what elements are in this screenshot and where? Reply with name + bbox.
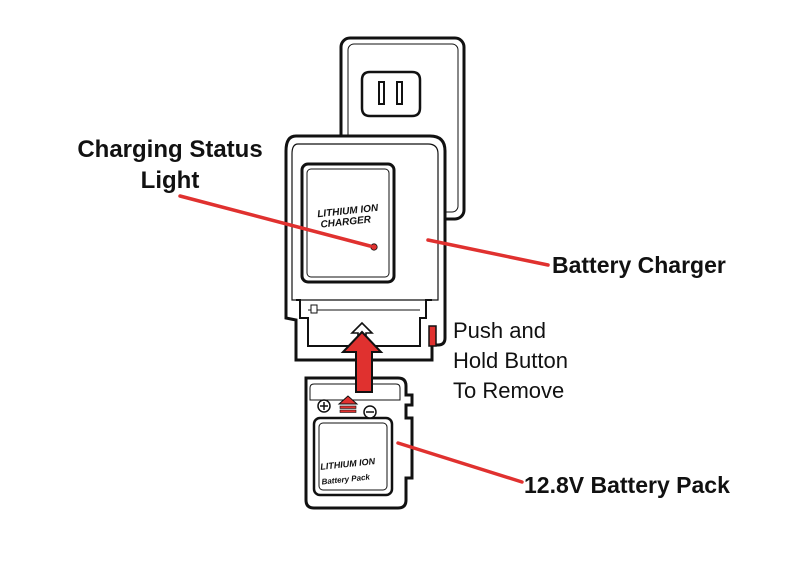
minus-terminal-icon <box>363 405 377 419</box>
leader-lines <box>178 194 550 484</box>
plus-terminal-icon <box>317 399 331 413</box>
leader-battery-pack <box>396 441 524 484</box>
label-battery-pack: 12.8V Battery Pack <box>524 472 730 498</box>
label-charging-status-light: Charging Status Light <box>77 136 263 194</box>
pack-arrow-icon <box>337 395 359 413</box>
label-battery-charger: Battery Charger <box>552 252 726 278</box>
leader-battery-charger <box>426 238 550 267</box>
charger-brand-line2: CHARGER <box>320 214 372 230</box>
leader-status-light <box>178 194 372 248</box>
label-push-and-hold: Push and Hold Button To Remove <box>453 318 568 403</box>
release-button[interactable] <box>428 325 437 347</box>
battery-charger-body <box>284 134 447 362</box>
insertion-arrow <box>340 330 384 393</box>
charging-status-led <box>370 243 378 251</box>
battery-pack-body <box>304 376 414 510</box>
